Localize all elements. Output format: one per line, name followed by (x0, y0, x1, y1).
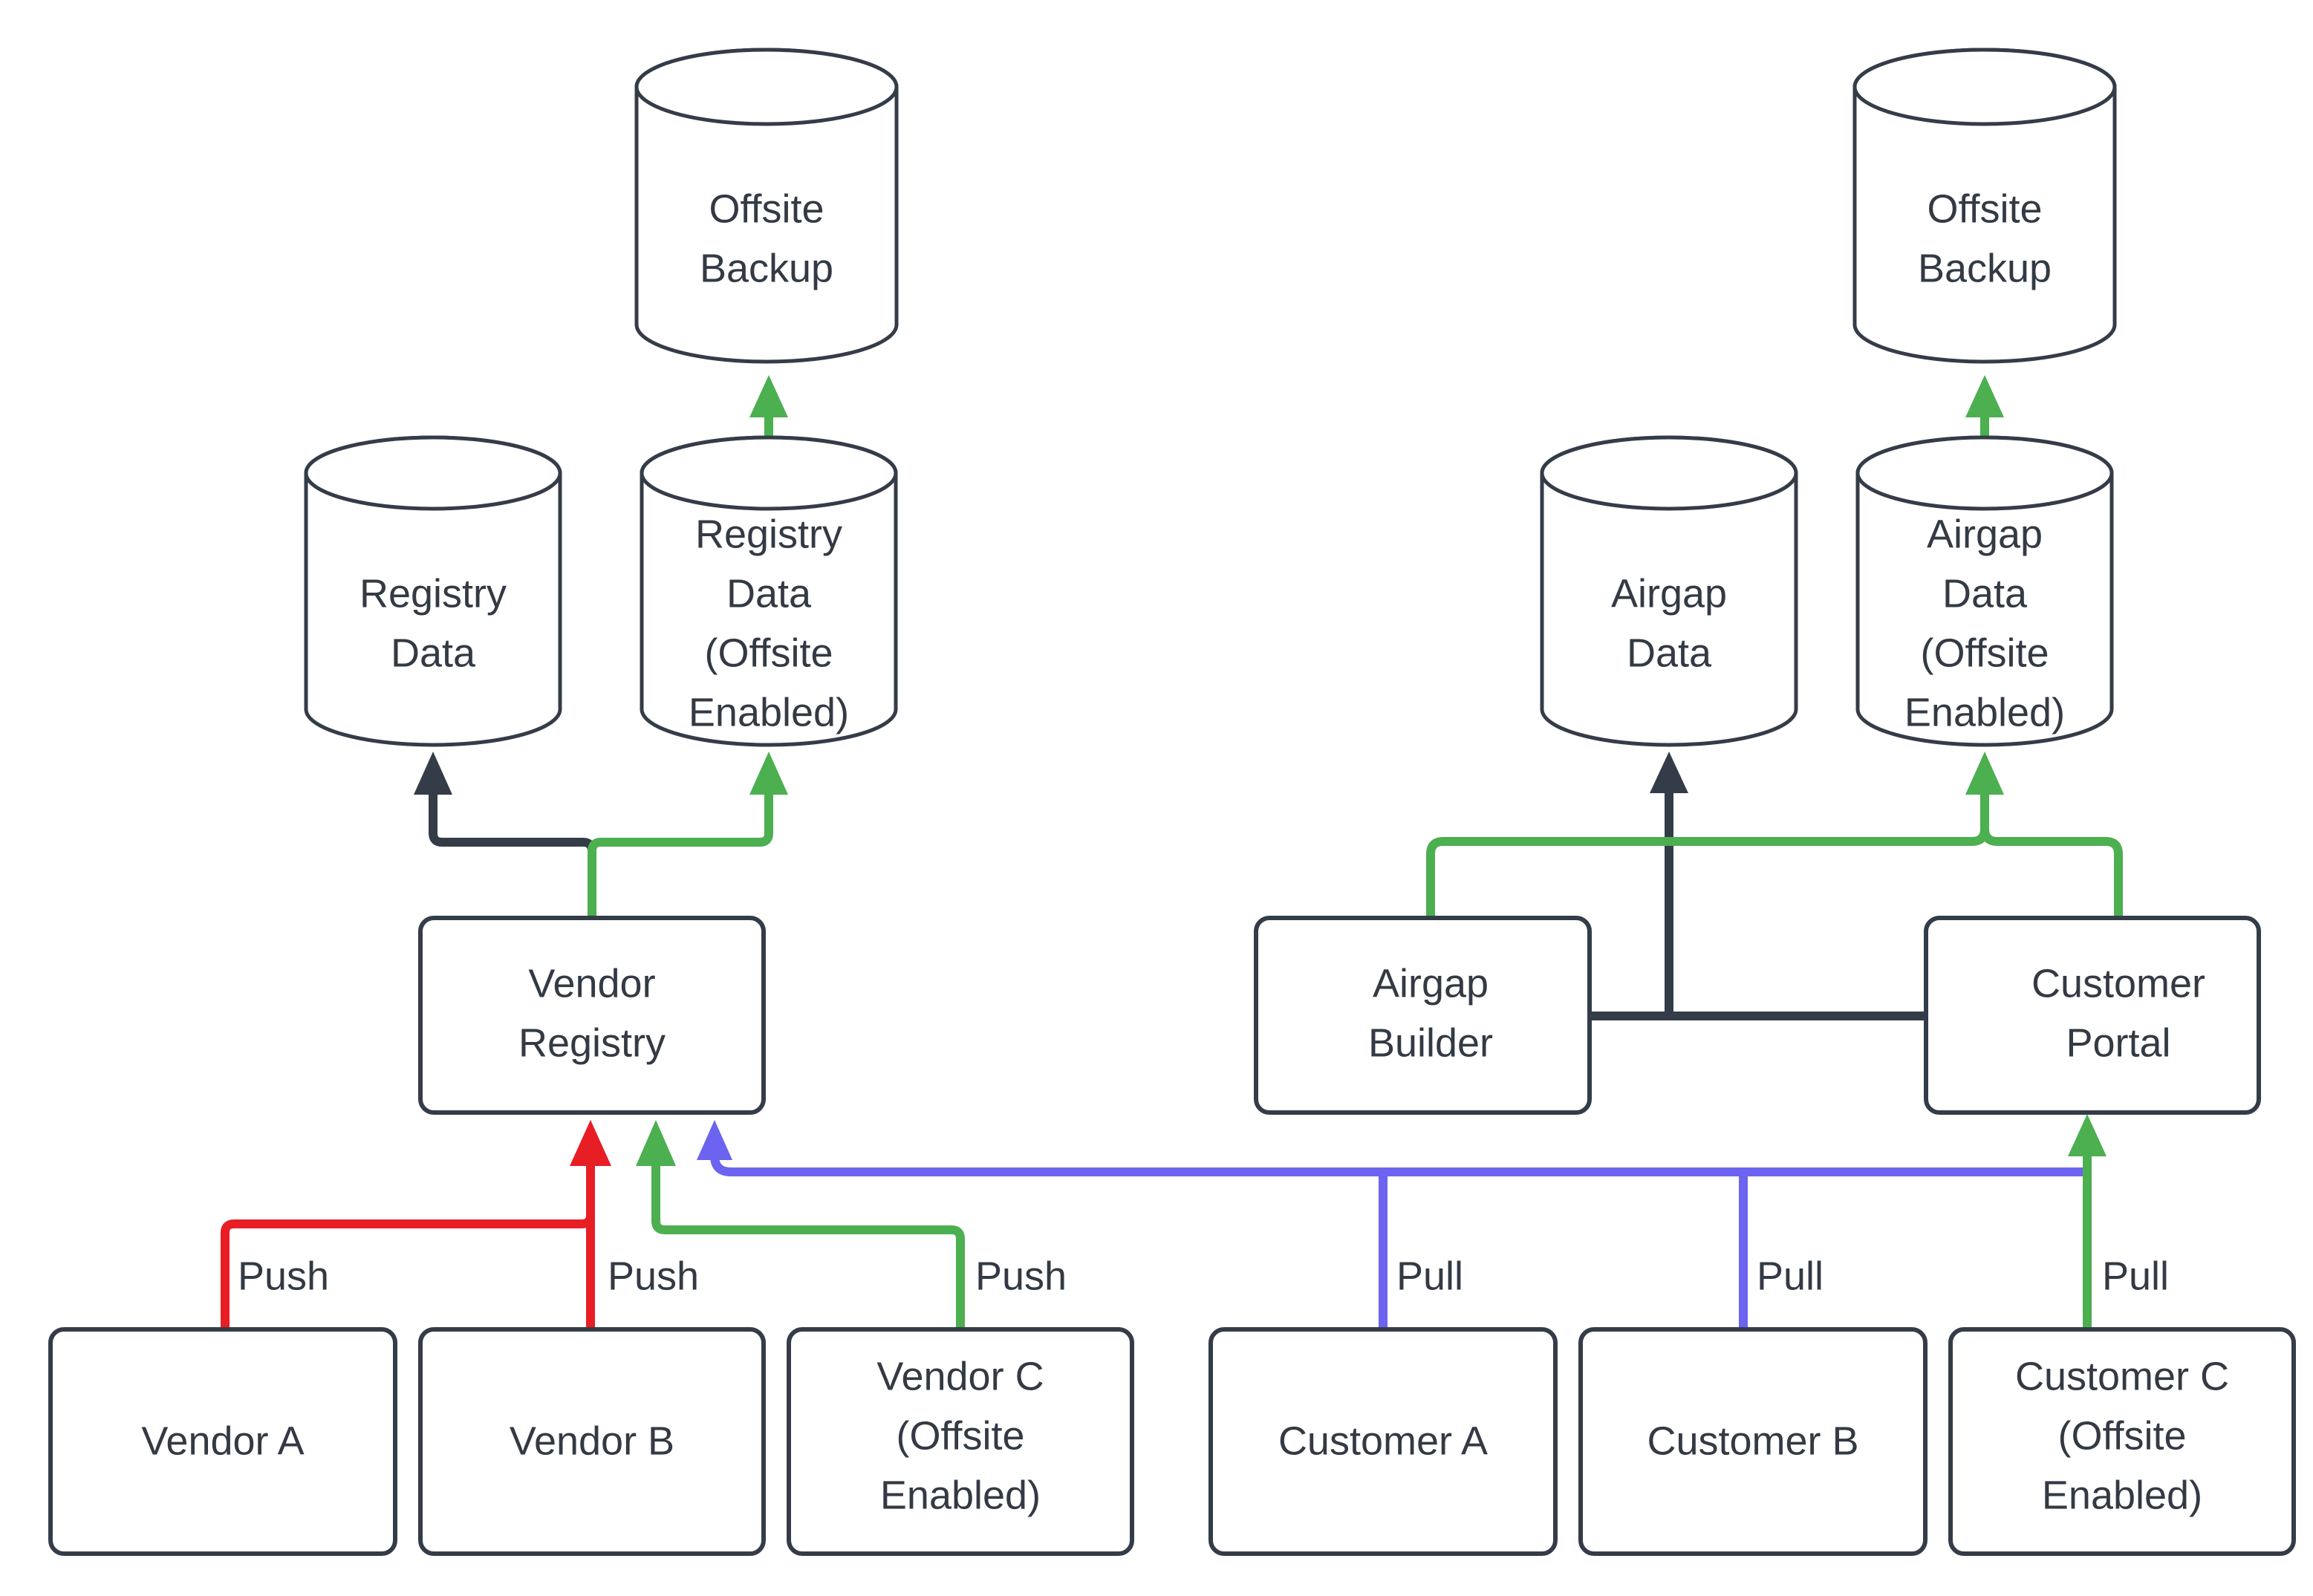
airgap-builder-line2: Builder (1368, 1020, 1493, 1065)
node-vendor-a[interactable]: Vendor A (48, 1327, 397, 1556)
node-registry-data[interactable]: Registry Data (304, 435, 562, 747)
offsite-backup-right-line2: Backup (1918, 246, 2052, 290)
node-customer-c[interactable]: Customer C (Offsite Enabled) (1948, 1327, 2296, 1556)
vendor-c-line1: Vendor C (876, 1354, 1044, 1398)
edge-label-push-c: Push (975, 1254, 1067, 1298)
customer-c-line1: Customer C (2015, 1354, 2229, 1398)
customer-c-line3: Enabled) (2042, 1473, 2202, 1517)
edge-customer-c-pull (2068, 1114, 2107, 1329)
offsite-backup-left-line1: Offsite (709, 186, 824, 231)
airgap-data-offsite-line4: Enabled) (1904, 690, 2065, 735)
registry-data-line2: Data (391, 631, 476, 675)
customer-c-line2: (Offsite (2057, 1413, 2186, 1458)
node-airgap-data-offsite[interactable]: Airgap Data (Offsite Enabled) (1855, 435, 2114, 747)
node-customer-portal[interactable]: Customer Portal (1924, 916, 2261, 1115)
node-vendor-registry[interactable]: Vendor Registry (418, 916, 766, 1115)
airgap-data-offsite-line2: Data (1942, 571, 2028, 616)
registry-data-offsite-line4: Enabled) (689, 690, 849, 735)
node-airgap-builder[interactable]: Airgap Builder (1254, 916, 1592, 1115)
node-customer-a[interactable]: Customer A (1208, 1327, 1558, 1556)
edge-label-push-b: Push (608, 1254, 699, 1298)
customer-b-label: Customer B (1647, 1419, 1858, 1463)
registry-data-offsite-line3: (Offsite (704, 631, 833, 675)
airgap-builder-line1: Airgap (1373, 961, 1489, 1006)
customer-a-label: Customer A (1278, 1419, 1488, 1463)
vendor-registry-line1: Vendor (528, 961, 655, 1006)
offsite-backup-right-line1: Offsite (1927, 186, 2042, 231)
node-vendor-b[interactable]: Vendor B (418, 1327, 766, 1556)
customer-portal-line2: Portal (2066, 1020, 2170, 1065)
vendor-b-label: Vendor B (510, 1419, 674, 1463)
vendor-c-line2: (Offsite (896, 1413, 1024, 1458)
edge-customer-portal-to-airgap-offsite (1980, 784, 2123, 916)
edge-registry-offsite-to-backup (749, 375, 788, 440)
registry-data-line1: Registry (360, 571, 507, 616)
node-airgap-data[interactable]: Airgap Data (1540, 435, 1798, 747)
node-registry-data-offsite[interactable]: Registry Data (Offsite Enabled) (640, 435, 898, 747)
customer-portal-line1: Customer (2031, 961, 2205, 1006)
edge-vendor-registry-to-registry-data (414, 752, 596, 916)
node-offsite-backup-right[interactable]: Offsite Backup (1852, 48, 2117, 364)
airgap-data-offsite-line3: (Offsite (1920, 631, 2049, 675)
edge-label-push-a: Push (238, 1254, 329, 1298)
vendor-c-line3: Enabled) (880, 1473, 1041, 1517)
node-customer-b[interactable]: Customer B (1578, 1327, 1928, 1556)
edge-vendor-c-push (636, 1120, 965, 1329)
edge-airgap-builder-to-airgap-offsite (1426, 752, 2004, 916)
node-vendor-c[interactable]: Vendor C (Offsite Enabled) (787, 1327, 1134, 1556)
registry-data-offsite-line2: Data (726, 571, 812, 616)
edge-builder-portal-to-airgap-data (1590, 752, 1924, 1020)
edge-airgap-offsite-to-backup (1965, 375, 2004, 440)
edge-label-pull-c: Pull (2102, 1254, 2169, 1298)
edge-label-pull-b: Pull (1757, 1254, 1824, 1298)
vendor-a-label: Vendor A (141, 1419, 304, 1463)
airgap-data-line1: Airgap (1611, 571, 1727, 616)
edge-customer-portal-to-vendor-registry (697, 1120, 2087, 1176)
offsite-backup-left-line2: Backup (700, 246, 833, 290)
registry-data-offsite-line1: Registry (695, 512, 842, 556)
edge-vendor-registry-to-registry-data-offsite (588, 752, 788, 916)
airgap-data-line2: Data (1627, 631, 1712, 675)
airgap-data-offsite-line1: Airgap (1927, 512, 2043, 556)
node-offsite-backup-left[interactable]: Offsite Backup (634, 48, 899, 364)
edge-label-pull-a: Pull (1396, 1254, 1463, 1298)
vendor-registry-line2: Registry (518, 1020, 666, 1065)
